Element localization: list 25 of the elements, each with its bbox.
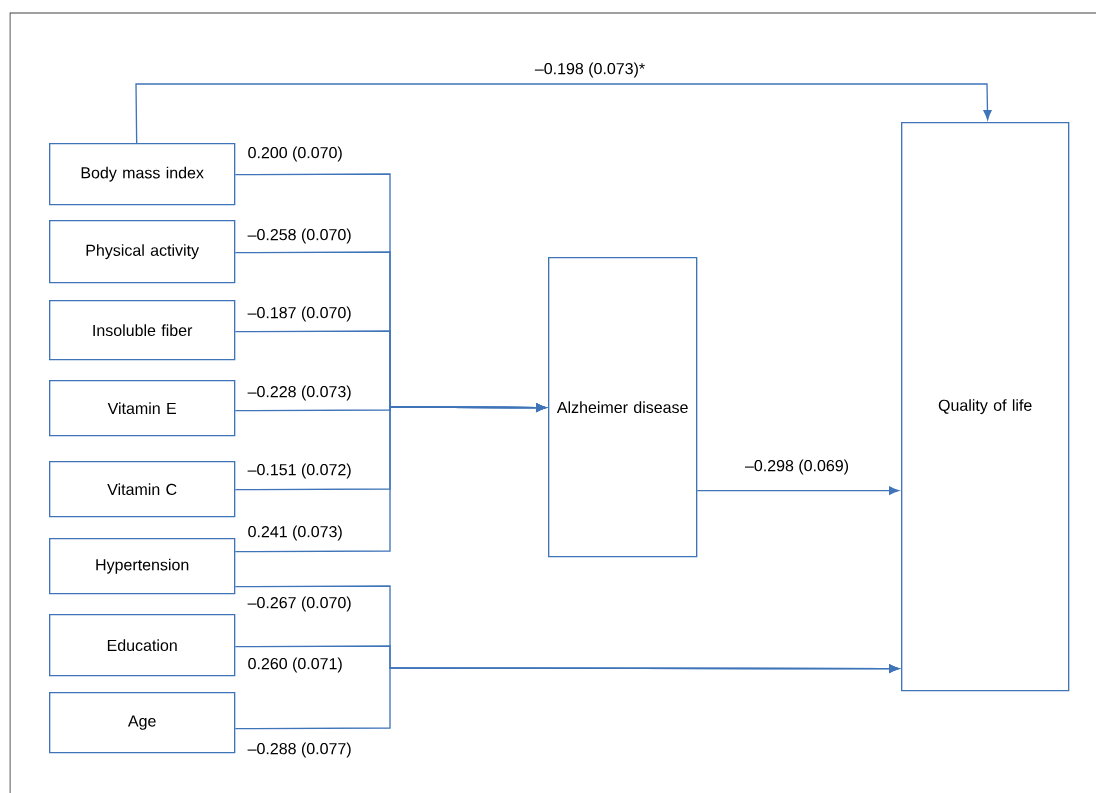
- edge-label: –0.228 (0.073): [246, 384, 353, 402]
- variable-box: Vitamin E: [49, 380, 236, 437]
- edge-label: –0.187 (0.070): [246, 305, 353, 323]
- edge-label: –0.288 (0.077): [246, 741, 353, 759]
- edge-label: –0.151 (0.072): [246, 462, 353, 480]
- arrow: [696, 486, 899, 495]
- variable-box: Vitamin C: [49, 461, 236, 518]
- edge-label: –0.198 (0.073)*: [533, 61, 647, 79]
- arrow: [135, 83, 992, 144]
- arrow: [234, 403, 546, 553]
- edge-label: –0.298 (0.069): [743, 458, 851, 476]
- edge-label: 0.200 (0.070): [246, 145, 345, 163]
- variable-box: Education: [49, 614, 236, 677]
- edge-label: –0.267 (0.070): [246, 595, 353, 613]
- variable-box: Physical activity: [49, 220, 236, 284]
- variable-box: Alzheimer disease: [548, 257, 698, 558]
- edge-label: –0.258 (0.070): [246, 227, 353, 245]
- variable-box: Body mass index: [49, 143, 236, 206]
- variable-box: Hypertension: [49, 538, 236, 595]
- edge-label: 0.260 (0.071): [246, 656, 345, 674]
- variable-box: Insoluble fiber: [49, 300, 236, 361]
- arrow: [234, 664, 899, 730]
- edge-label: 0.241 (0.073): [246, 524, 345, 542]
- variable-box: Age: [49, 692, 236, 754]
- variable-box: Quality of life: [901, 122, 1070, 692]
